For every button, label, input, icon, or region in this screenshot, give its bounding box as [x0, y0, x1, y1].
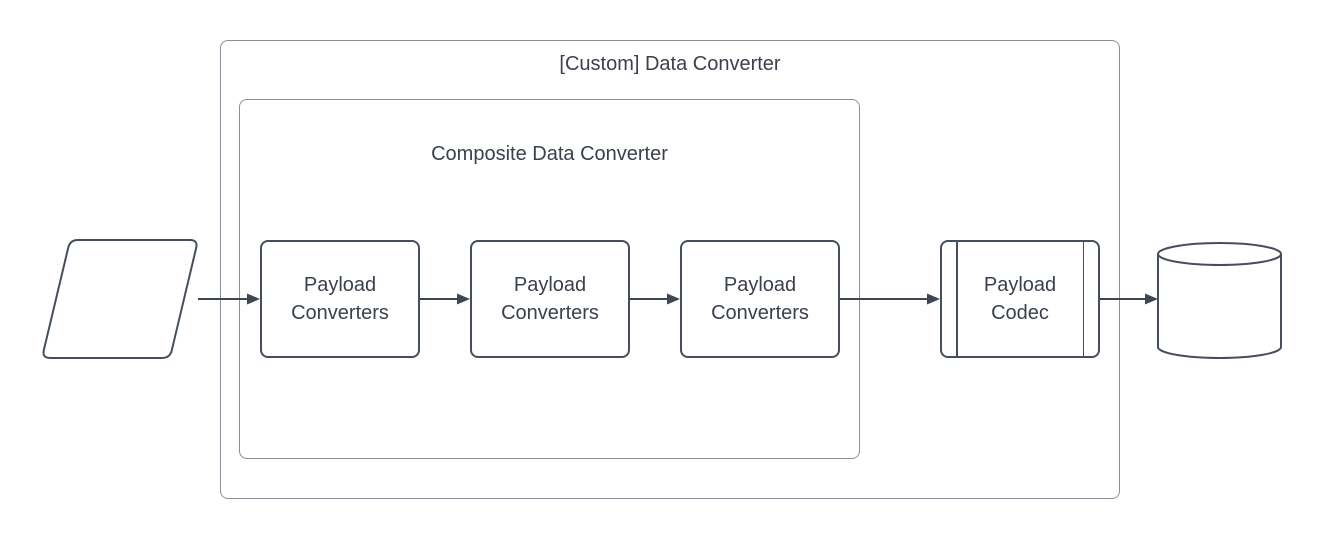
composite-data-converter-title: Composite Data Converter	[431, 143, 668, 165]
composite-data-converter-container: Composite Data Converter	[239, 99, 860, 459]
payload-converters-1-node: Payload Converters	[260, 240, 420, 358]
codec-left-divider	[956, 242, 958, 356]
payload-converters-2-node: Payload Converters	[470, 240, 630, 358]
payload-converters-3-node: Payload Converters	[680, 240, 840, 358]
cluster-storage-node: Cluster Storage	[1158, 262, 1281, 354]
custom-data-converter-title: [Custom] Data Converter	[559, 53, 781, 75]
payload-converters-2-label: Payload Converters	[501, 274, 599, 324]
payload-converters-1-label: Payload Converters	[291, 274, 389, 324]
input-label: Input	[97, 288, 143, 310]
codec-right-divider	[1082, 242, 1084, 356]
payload-converters-3-label: Payload Converters	[711, 274, 809, 324]
custom-data-converter-container: [Custom] Data Converter	[220, 40, 1120, 499]
payload-codec-label: Payload Codec	[983, 274, 1057, 324]
payload-codec-node: Payload Codec	[940, 240, 1100, 358]
input-node: Input	[42, 240, 198, 358]
cluster-storage-label: Cluster Storage	[1184, 283, 1255, 333]
